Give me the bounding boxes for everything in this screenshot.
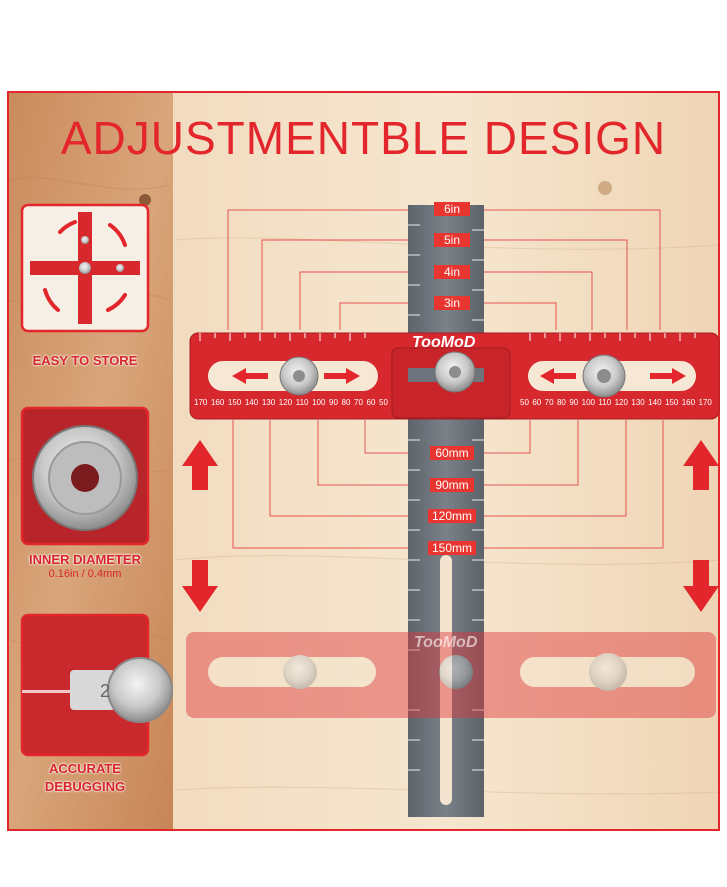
scale-number: 130 <box>261 398 276 407</box>
scale-number: 120 <box>614 398 628 407</box>
scale-number: 110 <box>295 398 309 407</box>
scale-number: 110 <box>598 398 612 407</box>
dim-label-90mm: 90mm <box>430 478 474 492</box>
scale-number: 50 <box>520 398 529 407</box>
scale-number: 100 <box>312 398 326 407</box>
feature-label-inner-diameter: INNER DIAMETER <box>29 552 141 567</box>
feature-label-debugging: DEBUGGING <box>44 779 126 794</box>
scale-number: 60 <box>366 398 376 407</box>
dim-label-4in: 4in <box>434 265 470 279</box>
scale-number: 70 <box>354 398 363 407</box>
scale-number: 170 <box>194 398 208 407</box>
main-ruler <box>189 332 720 420</box>
feature-sub-inner-diameter: 0.16in / 0.4mm <box>48 568 122 580</box>
dim-label-6in: 6in <box>434 202 470 216</box>
scale-number: 60 <box>532 398 542 407</box>
feature-label-accurate: ACCURATE <box>49 761 121 776</box>
scale-number: 80 <box>341 398 351 407</box>
dim-label-120mm: 120mm <box>428 509 476 523</box>
brand-logo-ghost: TooMoD <box>414 634 478 651</box>
scale-number: 130 <box>631 398 645 407</box>
dim-label-5in: 5in <box>434 233 470 247</box>
scale-number: 160 <box>210 398 225 407</box>
thumbnail-easy-to-store <box>20 203 150 333</box>
scale-left: 170 160 150 140 130 120 110 100 90 80 70… <box>194 398 388 407</box>
page-title: ADJUSTMENTBLE DESIGN <box>60 112 667 164</box>
scale-number: 140 <box>648 398 662 407</box>
scale-number: 70 <box>544 398 554 407</box>
dim-label-60mm: 60mm <box>430 446 474 460</box>
feature-label-easy-to-store: EASY TO STORE <box>32 353 138 368</box>
scale-number: 90 <box>569 398 579 407</box>
svg-text:2: 2 <box>100 681 110 701</box>
move-arrows <box>182 440 719 612</box>
thumbnail-inner-diameter <box>20 406 150 546</box>
scale-number: 150 <box>227 398 242 407</box>
lower-ruler-ghost <box>186 632 716 718</box>
scale-number: 150 <box>664 398 679 407</box>
scale-number: 50 <box>379 398 388 407</box>
scale-number: 140 <box>244 398 259 407</box>
scale-number: 80 <box>556 398 566 407</box>
thumbnail-accurate-debugging: 2 <box>20 613 173 757</box>
scale-number: 100 <box>581 398 595 407</box>
scale-number: 170 <box>698 398 712 407</box>
brand-logo: TooMoD <box>412 334 476 351</box>
scale-right: 50 60 70 80 90 100 110 120 130 140 150 1… <box>520 398 712 407</box>
dim-label-150mm: 150mm <box>428 541 476 555</box>
dim-label-3in: 3in <box>434 296 470 310</box>
scale-number: 160 <box>681 398 696 407</box>
scale-number: 120 <box>278 398 293 407</box>
scale-number: 90 <box>329 398 338 407</box>
